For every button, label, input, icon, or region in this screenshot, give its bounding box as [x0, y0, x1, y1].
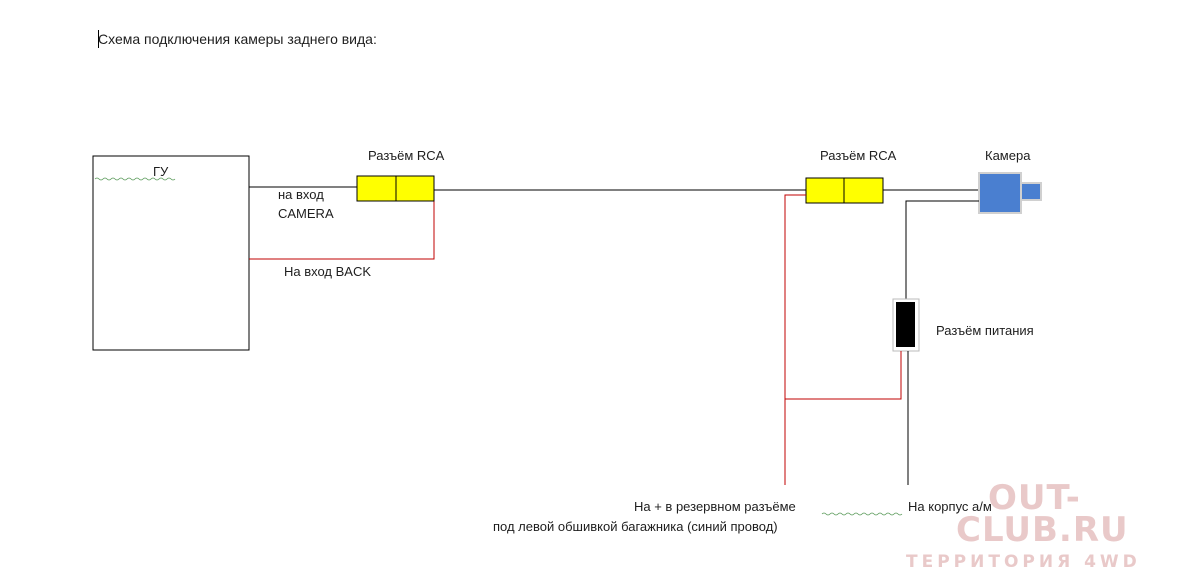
head-unit-box — [92, 155, 250, 351]
plus-label-2: под левой обшивкой багажника (синий пров… — [493, 519, 778, 534]
diagram-title: Схема подключения камеры заднего вида: — [98, 31, 377, 47]
head-unit-label: ГУ — [153, 164, 169, 179]
watermark-line1: OUT- — [988, 478, 1081, 518]
camera-input-label-1: на вход — [278, 187, 324, 202]
rca-connector-left — [356, 175, 435, 202]
back-input-label: На вход BACK — [284, 264, 372, 279]
spellcheck-underline — [821, 512, 903, 516]
ground-label: На корпус а/м — [908, 499, 992, 514]
wire-plus-down — [784, 194, 806, 485]
rca-right-label: Разъём RCA — [820, 148, 897, 163]
camera-input-label-2: CAMERA — [278, 206, 334, 221]
spellcheck-underline — [94, 177, 176, 181]
power-connector — [892, 298, 920, 352]
camera-icon — [978, 172, 1042, 214]
watermark-line3: ТЕРРИТОРИЯ 4WD — [906, 552, 1141, 572]
wire-back-input — [249, 201, 435, 260]
watermark-line2: CLUB.RU — [956, 510, 1129, 550]
camera-label: Камера — [985, 148, 1031, 163]
rca-left-label: Разъём RCA — [368, 148, 445, 163]
plus-label-1: На + в резервном разъёме — [634, 499, 796, 514]
wire-power-plus — [785, 351, 902, 400]
text-cursor — [98, 30, 99, 48]
wire-camera-power — [905, 200, 979, 299]
power-connector-label: Разъём питания — [936, 323, 1034, 338]
rca-connector-right — [805, 177, 884, 204]
